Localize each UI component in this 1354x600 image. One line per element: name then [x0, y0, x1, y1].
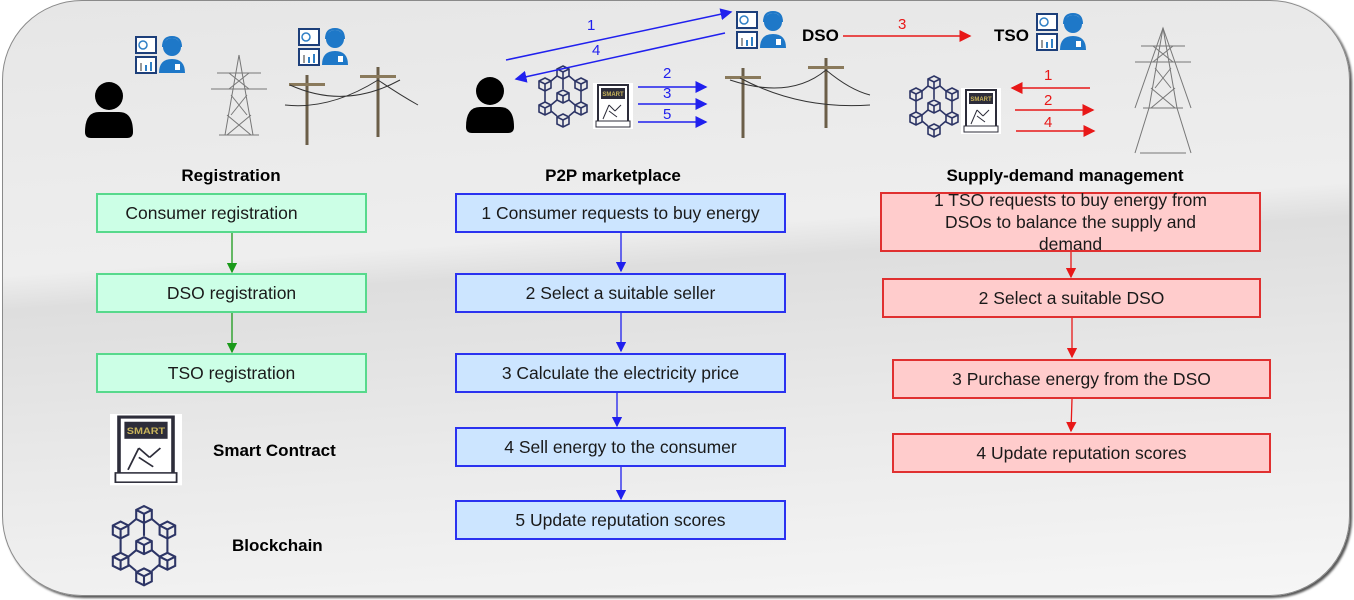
smart-contract-icon: [592, 82, 634, 130]
power-lines-icon: [725, 58, 871, 138]
blockchain-legend-icon: [113, 506, 175, 585]
dso-registration-box: DSO registration: [96, 273, 367, 313]
tso-registration-box: TSO registration: [96, 353, 367, 393]
sd-step-2-box: 2 Select a suitable DSO: [882, 278, 1261, 318]
arrow-label: 3: [663, 85, 672, 102]
supply-demand-title: Supply-demand management: [946, 166, 1184, 185]
dso-operator-icon: [736, 11, 787, 49]
transmission-tower-icon: [210, 54, 268, 136]
consumer-icon: [466, 77, 514, 133]
sd-step-3-box: 3 Purchase energy from the DSO: [892, 359, 1271, 399]
p2p-step-3-box: 3 Calculate the electricity price: [455, 353, 786, 393]
p2p-title: P2P marketplace: [545, 166, 681, 185]
arrow-label: 4: [592, 42, 601, 59]
dso-operator-icon: [298, 28, 349, 66]
arrow-label: 4: [1044, 114, 1053, 131]
p2p-step-2-box: 2 Select a suitable seller: [455, 273, 786, 313]
pylon-base: [1134, 26, 1192, 154]
arrow-label: 5: [663, 106, 672, 123]
sd-step-4-box: 4 Update reputation scores: [892, 433, 1271, 473]
arrow-label: 3: [898, 16, 907, 33]
flow-arrow: [1066, 398, 1077, 433]
smart-contract-legend-label: Smart Contract: [213, 441, 336, 460]
p2p-step-1-box: 1 Consumer requests to buy energy: [455, 193, 786, 233]
arrow-label: 2: [663, 65, 672, 82]
blockchain-icon: [910, 76, 958, 137]
blockchain-icon: [539, 66, 587, 127]
smart-contract-legend-icon: [108, 412, 184, 488]
tso-operator-icon: [1036, 13, 1087, 51]
arrow-consumer-to-dso: [505, 8, 733, 61]
transmission-tower-icon: [1134, 27, 1192, 109]
arrow-dso-to-consumer: [514, 32, 726, 83]
arrow-label: 1: [587, 17, 596, 34]
registration-title: Registration: [181, 166, 281, 185]
sd-step-1-box: 1 TSO requests to buy energy from DSOs t…: [880, 190, 1261, 254]
tso-operator-icon: [135, 36, 186, 74]
consumer-registration-box: Consumer registration: [96, 193, 367, 233]
arrow-label: 1: [1044, 67, 1053, 84]
smart-contract-icon: [960, 87, 1002, 135]
tso-label: TSO: [994, 26, 1029, 45]
arrow-label: 2: [1044, 92, 1053, 109]
consumer-icon: [85, 82, 133, 138]
blockchain-legend-label: Blockchain: [232, 536, 323, 555]
p2p-step-5-box: 5 Update reputation scores: [455, 500, 786, 540]
p2p-step-4-box: 4 Sell energy to the consumer: [455, 427, 786, 467]
dso-label: DSO: [802, 26, 839, 45]
power-lines-icon: [284, 67, 419, 145]
